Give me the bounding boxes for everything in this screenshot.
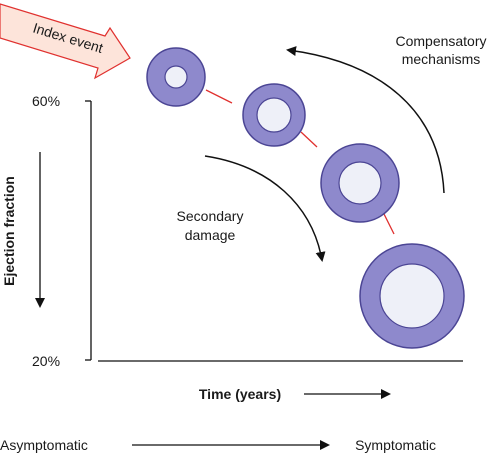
secondary-damage-arrow [204, 155, 326, 262]
progression-start-label: Asymptomatic [0, 437, 88, 453]
compensatory-label-line1: Compensatory [395, 33, 486, 49]
compensatory-label-line2: mechanisms [402, 51, 481, 67]
compensatory-arrow [286, 46, 445, 194]
ventricle-lumen [379, 263, 445, 329]
ventricle-lumen [338, 161, 382, 205]
ventricle-lumen [256, 97, 292, 133]
secondary-label-line1: Secondary [177, 208, 244, 224]
ventricle-ring-2 [242, 83, 306, 147]
y-tick-label-bottom: 20% [32, 353, 60, 369]
x-axis-label: Time (years) [199, 386, 281, 402]
connector-dash [205, 89, 233, 104]
connector-dash [383, 213, 395, 235]
connector-dash [300, 131, 318, 148]
progression-end-label: Symptomatic [355, 437, 436, 453]
y-tick-label-top: 60% [32, 93, 60, 109]
ventricle-ring-1 [146, 47, 206, 107]
secondary-label-line2: damage [185, 227, 236, 243]
index-event-arrow: Index event [0, 3, 131, 80]
ventricle-lumen [164, 65, 188, 89]
ventricle-ring-4 [359, 243, 465, 349]
connector-dashes [205, 89, 395, 235]
y-axis-label: Ejection fraction [1, 176, 17, 286]
ventricle-ring-3 [320, 143, 400, 223]
index-event-arrow-shape [0, 3, 131, 80]
